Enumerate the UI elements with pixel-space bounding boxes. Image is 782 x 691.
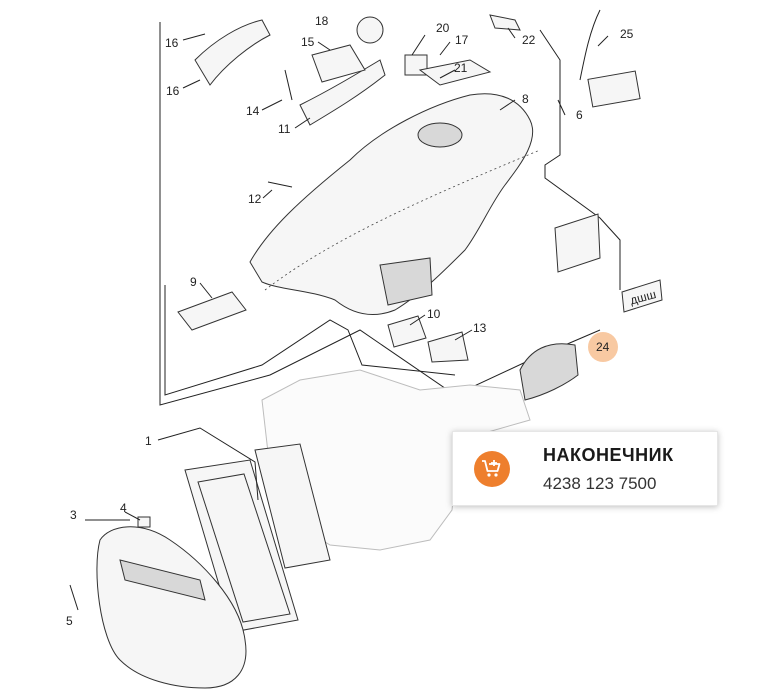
decal-plate [621,279,663,313]
callout-5[interactable]: 5 [66,614,73,628]
shroud-part [249,93,534,316]
callout-8[interactable]: 8 [522,92,529,106]
bracket-part-21 [418,59,492,86]
callout-12[interactable]: 12 [248,192,262,206]
bracket-part-14 [311,44,366,83]
part-name: НАКОНЕЧНИК [543,445,674,465]
cover-grip [119,559,206,601]
handle-part-15 [194,19,271,86]
callout-11[interactable]: 11 [278,122,291,136]
warning-label-part-9 [177,291,247,331]
assembly-frame-top-right [539,29,621,290]
filter-element [197,473,291,623]
callout-6[interactable]: 6 [576,108,583,122]
nut-part-4 [137,516,151,528]
part-number: 4238 123 7500 [543,474,657,493]
callout-14[interactable]: 15 [301,35,315,49]
grille-part [554,213,601,273]
callout-21[interactable]: 21 [454,61,468,75]
part-info-popup: НАКОНЕЧНИК 4238 123 7500 [452,431,718,506]
callout-16b[interactable]: 17 [455,33,469,47]
rod-part-22 [489,14,521,31]
callout-3[interactable]: 3 [70,508,77,522]
callout-25[interactable]: 25 [620,27,634,41]
filter-mesh [254,443,331,569]
spring-part-13 [284,69,293,101]
screw-part-5 [69,584,79,611]
shroud-cap [417,122,463,148]
shroud-window [379,257,433,306]
add-to-cart-icon [482,460,501,477]
cover-part-17 [427,331,469,363]
decal-text: дшш [629,287,658,307]
filter-pad-part-25 [587,70,641,108]
knob-part-18 [356,16,384,44]
label-part-10 [387,315,427,348]
callout-16[interactable]: 16 [165,36,179,50]
add-to-cart-button[interactable] [474,451,510,487]
callout-4[interactable]: 4 [120,501,127,515]
handle-part-11 [299,59,386,126]
callout-18[interactable]: 18 [315,14,329,28]
assembly-frame-inner [164,285,456,396]
pin-part-12 [267,181,293,188]
wire-part-6 [579,9,601,81]
bracket-lower [157,427,259,501]
callout-10[interactable]: 10 [427,307,441,321]
callout-20[interactable]: 20 [436,21,450,35]
part-24[interactable] [519,343,579,401]
callout-15[interactable]: 16 [166,84,180,98]
callout-highlight-24[interactable] [588,332,618,362]
callout-22[interactable]: 22 [522,33,536,47]
callout-1[interactable]: 1 [145,434,152,448]
callout-17[interactable]: 13 [473,321,487,335]
callout-9[interactable]: 9 [190,275,197,289]
callout-13[interactable]: 14 [246,104,260,118]
callout-24[interactable]: 24 [596,340,610,354]
